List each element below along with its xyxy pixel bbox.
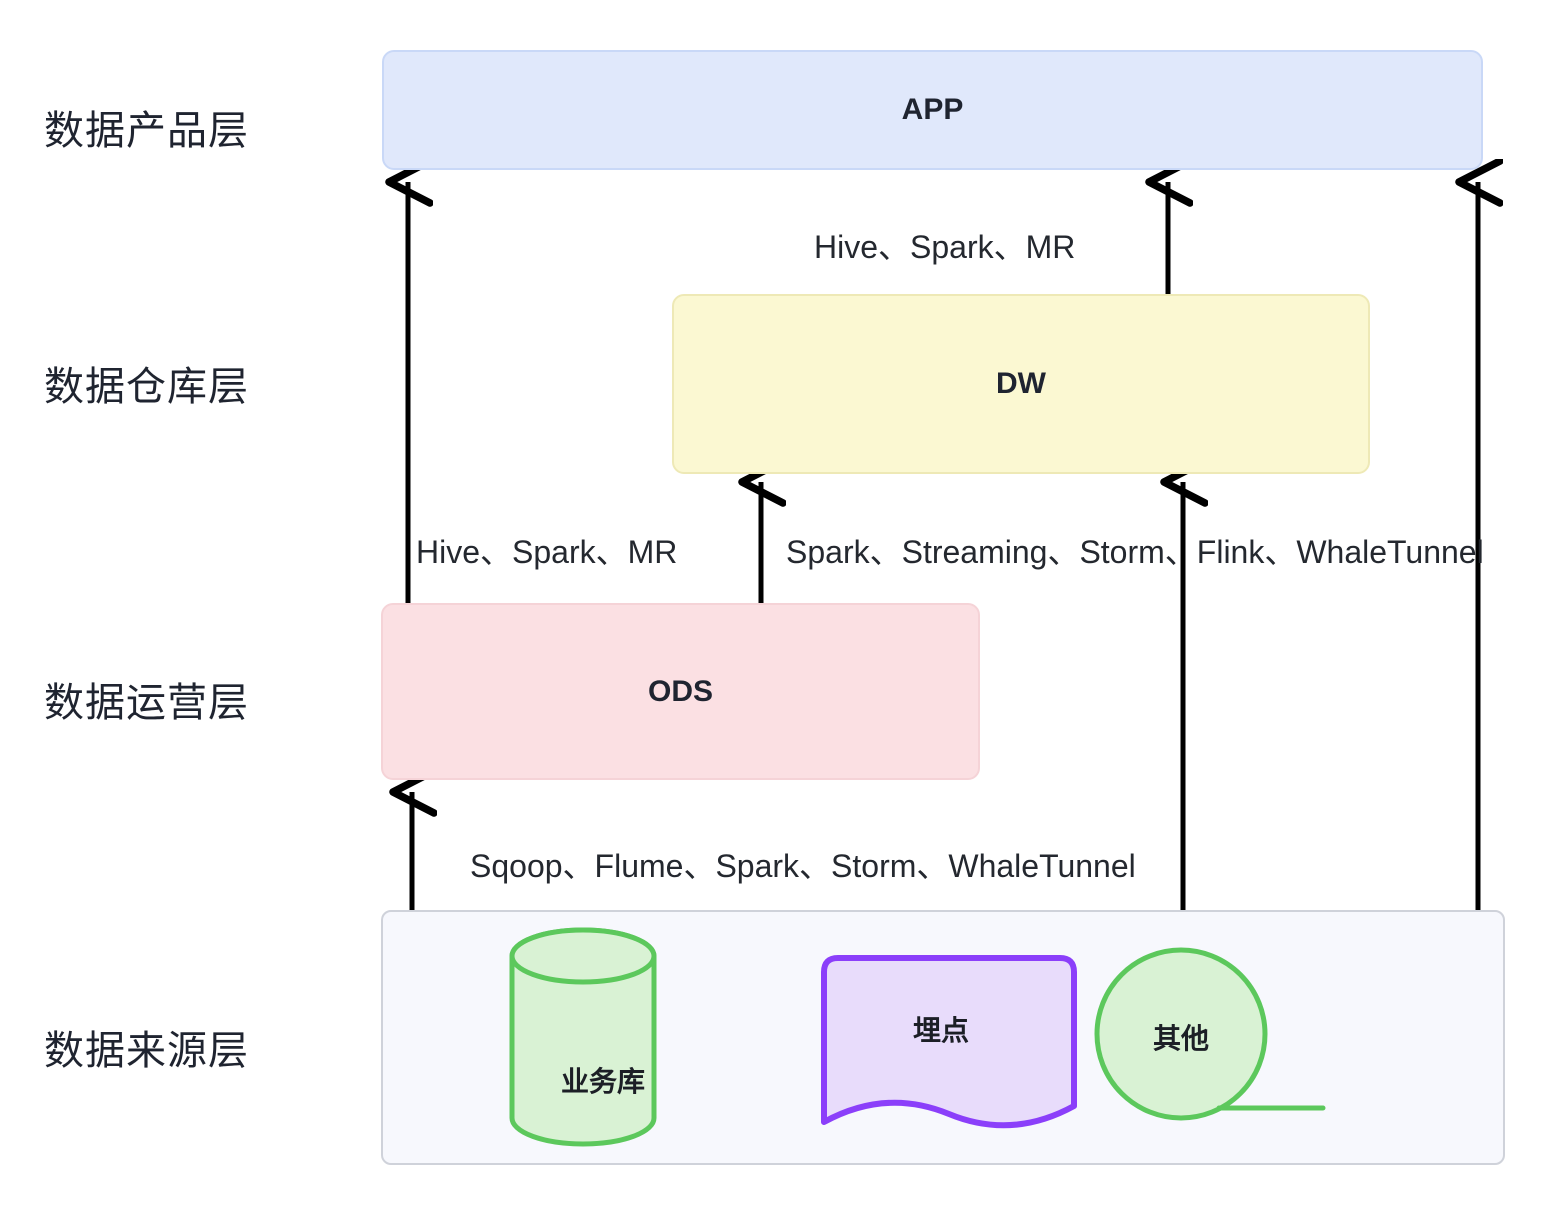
row-label-data-product-layer: 数据产品层 (44, 109, 249, 153)
node-ods[interactable]: ODS (381, 603, 980, 780)
row-label-data-source-layer: 数据来源层 (44, 1029, 249, 1073)
row-label-data-warehouse-layer: 数据仓库层 (44, 365, 249, 409)
row-label-data-operation-layer: 数据运营层 (44, 681, 249, 725)
shape-tracking[interactable] (821, 955, 1077, 1129)
shape-other[interactable] (1094, 947, 1326, 1121)
shape-business-db[interactable] (509, 927, 657, 1147)
node-dw[interactable]: DW (672, 294, 1370, 474)
shape-label-tracking: 埋点 (912, 1015, 969, 1046)
shape-label-business-db: 业务库 (560, 1066, 645, 1097)
node-dw-label: DW (996, 367, 1046, 400)
edge-label-ods-to-app: Hive、Spark、MR (416, 534, 678, 570)
edge-label-dw-to-app: Hive、Spark、MR (814, 229, 1076, 265)
edge-label-ods-to-dw: Spark、Streaming、Storm、Flink、WhaleTunnel (786, 534, 1484, 570)
shape-label-other: 其他 (1152, 1023, 1209, 1054)
node-app[interactable]: APP (382, 50, 1483, 170)
node-ods-label: ODS (647, 674, 713, 708)
node-app-label: APP (901, 93, 964, 126)
edge-label-source-to-ods: Sqoop、Flume、Spark、Storm、WhaleTunnel (470, 848, 1136, 884)
source-shapes-layer (509, 927, 1326, 1147)
